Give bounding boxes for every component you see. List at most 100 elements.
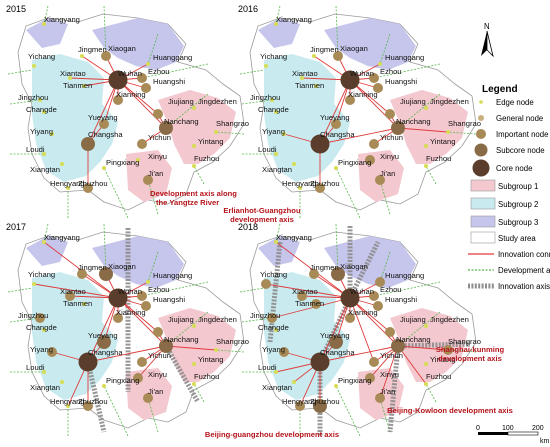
legend-swatch	[478, 115, 484, 121]
city-label-xiangyang: Xiangyang	[44, 15, 80, 24]
city-label-yichang: Yichang	[28, 52, 55, 61]
city-label-jiujiang: Jiujiang	[168, 315, 194, 324]
legend-item: Subgroup 2	[470, 197, 538, 210]
innovation-axis-line	[387, 345, 401, 433]
innovation-connection-line	[87, 297, 119, 363]
edge-node-shangrao	[214, 130, 218, 134]
shanghai-axis-label-2: development axis	[438, 354, 502, 363]
edge-node-changde	[274, 110, 278, 114]
edge-node-xinyu	[136, 158, 140, 162]
city-label-ezhou: Ezhou	[380, 285, 402, 294]
subcore-node-nanchang	[391, 121, 405, 135]
city-label-xianning: Xianning	[116, 308, 146, 317]
city-label-yichang: Yichang	[260, 270, 287, 279]
edge-node-jingdezhen	[192, 324, 196, 328]
city-label-jingmen: Jingmen	[78, 45, 107, 54]
panel-year-label: 2016	[238, 4, 258, 14]
subcore-node-zhuzhou	[313, 399, 327, 413]
edge-node-pingxiang	[102, 384, 106, 388]
scale-unit: km	[540, 438, 550, 445]
legend-label: Subcore node	[496, 146, 545, 155]
development-axis-line	[103, 385, 129, 437]
yangtze-axis-label-1: Development axis along	[150, 189, 237, 198]
important-node-xianning	[345, 95, 355, 105]
development-axis-line	[103, 5, 107, 57]
city-label-xiantao: Xiantao	[292, 69, 318, 78]
city-label-jiujiang: Jiujiang	[400, 97, 426, 106]
panel-year-label: 2017	[6, 222, 26, 232]
important-node-xinyu	[365, 373, 375, 383]
city-label-yichun: Yichun	[148, 351, 171, 360]
legend-item: Core node	[472, 159, 532, 177]
city-label-jingdezhen: Jingdezhen	[198, 97, 237, 106]
important-node-jiujiang	[153, 327, 163, 337]
edge-node-jingdezhen	[424, 106, 428, 110]
development-axis-line	[7, 69, 33, 75]
development-axis-line	[141, 63, 209, 79]
development-axis-line	[379, 179, 391, 215]
legend-item: Subgroup 1	[470, 179, 538, 192]
important-node-hengyang	[295, 401, 305, 411]
city-label-huangshi: Huangshi	[385, 295, 417, 304]
city-label-nanchang: Nanchang	[396, 117, 431, 126]
city-label-zhuzhou: Zhuzhou	[310, 179, 340, 188]
city-label-wuhan: Wuhan	[350, 69, 374, 78]
development-axis-line	[147, 33, 159, 65]
edge-node-yichang	[32, 64, 36, 68]
innovation-axis-line	[347, 240, 381, 300]
city-label-huangshi: Huangshi	[153, 77, 185, 86]
city-label-tianmen: Tianmen	[295, 299, 324, 308]
panel-year-label: 2015	[6, 4, 26, 14]
innovation-connection-line	[379, 345, 399, 399]
city-label-huanggang: Huanggang	[153, 53, 192, 62]
city-label-yueyang: Yueyang	[88, 113, 118, 122]
development-axis-line	[275, 5, 281, 25]
city-label-changde: Changde	[258, 105, 289, 114]
innovation-connection-line	[319, 345, 399, 363]
important-node-yiyang	[47, 347, 57, 357]
edge-node-jingdezhen	[192, 106, 196, 110]
legend-item: General node	[478, 114, 543, 123]
development-axis-line	[373, 63, 441, 79]
yangtze-axis-label-2: the Yangtze River	[156, 198, 219, 207]
edge-node-loudi	[274, 152, 278, 156]
city-label-changsha: Changsha	[320, 348, 355, 357]
important-node-xiaogan	[333, 51, 343, 61]
city-label-loudi: Loudi	[26, 363, 45, 372]
city-label-changsha: Changsha	[88, 130, 123, 139]
innovation-connection-line	[397, 345, 427, 385]
city-label-pingxiang: Pingxiang	[106, 158, 139, 167]
legend-item: Subgroup 3	[470, 215, 538, 228]
development-axis-line	[379, 33, 391, 65]
edge-node-yintang	[192, 144, 196, 148]
innovation-axis-line	[85, 361, 107, 433]
city-label-loudi: Loudi	[258, 363, 277, 372]
innovation-connection-line	[397, 127, 449, 133]
important-node-jingzhou	[267, 313, 277, 323]
edge-node-huanggang	[378, 62, 382, 66]
city-label-yichun: Yichun	[380, 351, 403, 360]
important-node-yichun	[137, 357, 147, 367]
edge-node-hengyang	[66, 186, 70, 190]
innovation-connection-line	[319, 127, 399, 145]
important-node-xianning	[113, 95, 123, 105]
development-axis-line	[335, 223, 339, 275]
development-axis-line	[43, 223, 49, 243]
development-axis-line	[335, 385, 361, 437]
edge-node-jingzhou	[270, 98, 274, 102]
innovation-connection-line	[397, 345, 449, 351]
edge-node-huanggang	[146, 62, 150, 66]
city-label-xiangtan: Xiangtan	[30, 383, 60, 392]
edge-node-pingxiang	[102, 166, 106, 170]
city-label-xiantao: Xiantao	[60, 69, 86, 78]
city-label-jingzhou: Jingzhou	[18, 93, 48, 102]
development-axis-line	[239, 287, 265, 293]
development-axis-line	[241, 99, 273, 105]
city-label-yintang: Yintang	[198, 355, 223, 364]
city-label-xiaogan: Xiaogan	[108, 262, 136, 271]
edge-node-fuzhou	[192, 382, 196, 386]
city-label-shangrao: Shangrao	[216, 119, 249, 128]
